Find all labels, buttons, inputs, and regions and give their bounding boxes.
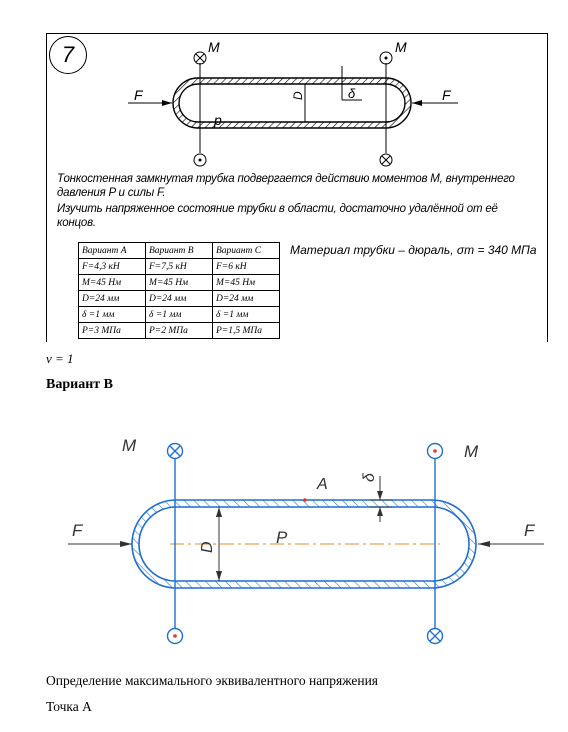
- m-symbol-left-bottom: [166, 627, 184, 645]
- table-row: P=3 МПа P=2 МПа P=1,5 МПа: [78, 322, 280, 339]
- point-title: Точка А: [46, 699, 92, 714]
- force-arrow-right: [478, 541, 544, 547]
- task-description-3: Изучить напряженное состояние трубки в о…: [57, 203, 498, 229]
- section-title: Определение максимального эквивалентного…: [46, 673, 379, 688]
- delta-dimension: [370, 476, 392, 522]
- task-number: 7: [49, 36, 87, 74]
- task-description-2: давления P и силы F.: [57, 187, 166, 199]
- variant-title: Вариант В: [46, 377, 113, 392]
- variants-table: Вариант А Вариант В Вариант С F=4,3 кН F…: [78, 242, 280, 339]
- task-description-1: Тонкостенная замкнутая трубка подвергает…: [57, 173, 515, 185]
- label-f-left: F: [72, 521, 84, 540]
- label-p: P: [276, 528, 288, 547]
- top-label-m-left: M: [208, 39, 220, 55]
- top-label-p: p: [213, 112, 222, 128]
- table-row: F=4,3 кН F=7,5 кН F=6 кН: [78, 258, 280, 275]
- nu-value: ν = 1: [46, 351, 74, 366]
- blue-tube: [131, 499, 477, 589]
- force-arrow-left: [68, 541, 132, 547]
- top-label-d: D: [291, 91, 305, 100]
- top-label-f-left: F: [134, 87, 144, 103]
- table-row: D=24 мм D=24 мм D=24 мм: [78, 290, 280, 307]
- top-m-symbol-right-top: [379, 51, 393, 65]
- label-delta: δ: [361, 472, 378, 482]
- m-symbol-right-top: [426, 442, 444, 460]
- table-cell: P=3 МПа: [78, 322, 146, 339]
- label-d: D: [199, 541, 216, 553]
- label-m-right: M: [464, 442, 479, 461]
- top-label-delta: δ: [348, 86, 356, 101]
- table-row: δ =1 мм δ =1 мм δ =1 мм: [78, 306, 280, 323]
- top-m-symbol-right-bottom: [379, 153, 393, 167]
- material-text: Материал трубки – дюраль, σт = 340 МПа: [290, 243, 537, 257]
- label-f-right: F: [524, 521, 536, 540]
- d-dimension: [216, 507, 222, 581]
- top-label-f-right: F: [442, 87, 452, 103]
- label-a: A: [316, 476, 328, 493]
- m-symbol-right-bottom: [426, 627, 444, 645]
- top-m-symbol-left-top: [193, 51, 207, 65]
- top-m-symbol-left-bottom: [193, 153, 207, 167]
- label-m-left: M: [122, 436, 137, 455]
- table-cell: P=1,5 МПа: [212, 322, 280, 339]
- task-frame: [46, 33, 548, 342]
- m-symbol-left-top: [166, 442, 184, 460]
- top-force-left: [128, 100, 172, 106]
- top-label-m-right: M: [395, 39, 407, 55]
- top-force-right: [412, 100, 458, 106]
- point-a-marker: [303, 498, 307, 502]
